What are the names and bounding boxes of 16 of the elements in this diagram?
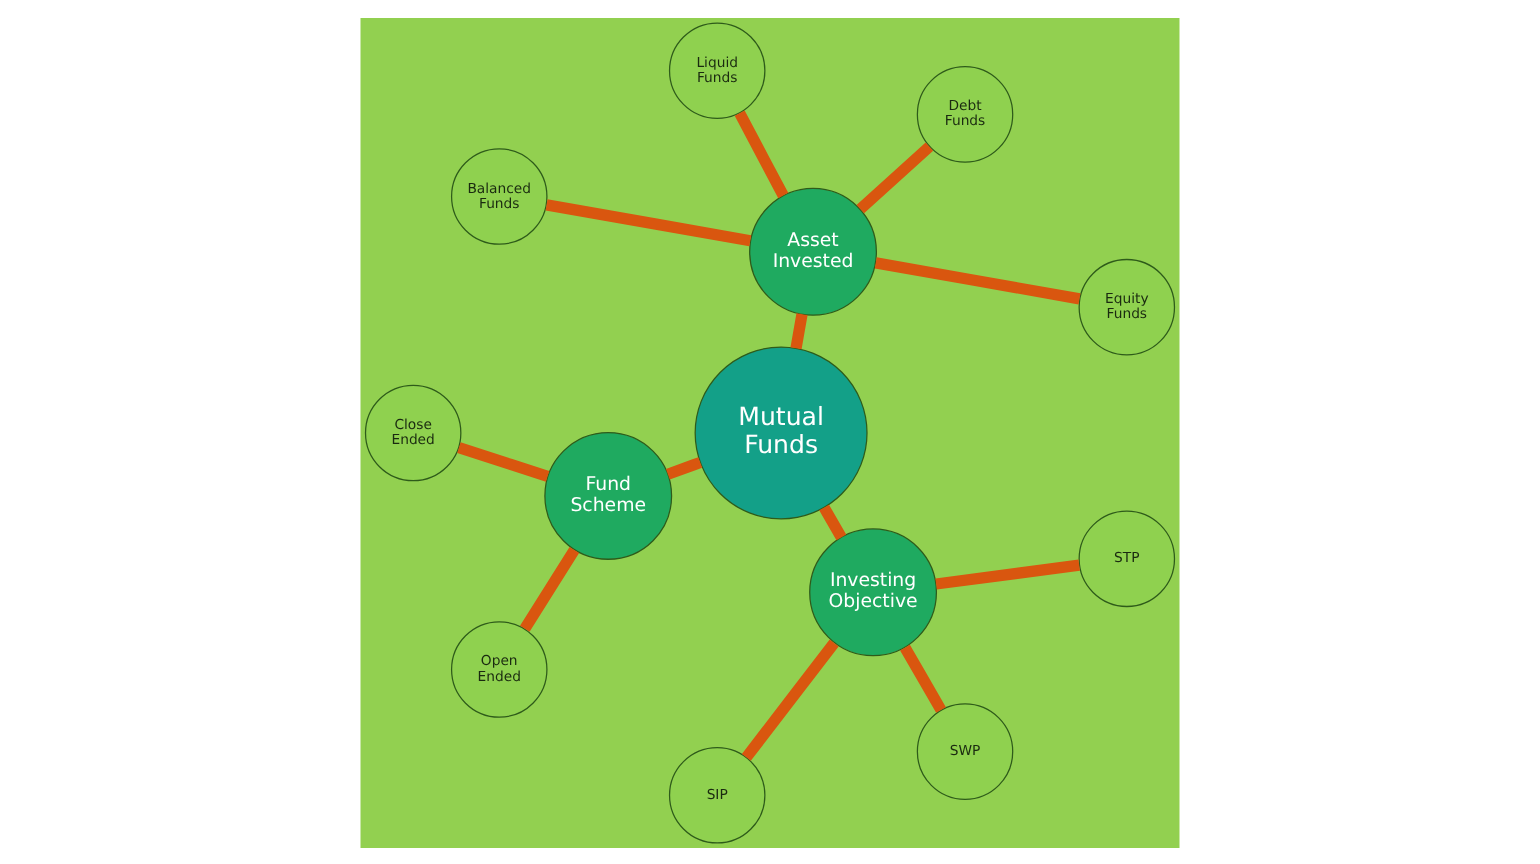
connector <box>520 545 580 631</box>
node-circle: Asset Invested <box>749 186 877 315</box>
connector <box>734 109 789 198</box>
connector <box>457 441 550 481</box>
connector <box>741 638 839 760</box>
node-circle: Fund Scheme <box>544 430 673 559</box>
connector <box>665 456 703 479</box>
connector <box>819 503 847 540</box>
connector <box>790 312 808 349</box>
connector <box>935 558 1080 589</box>
connector <box>900 643 946 712</box>
connector <box>874 256 1081 304</box>
connector <box>545 198 752 246</box>
connector <box>856 141 934 213</box>
node-circle: Mutual Funds <box>694 345 868 519</box>
node-circle: Investing Objective <box>809 527 938 656</box>
